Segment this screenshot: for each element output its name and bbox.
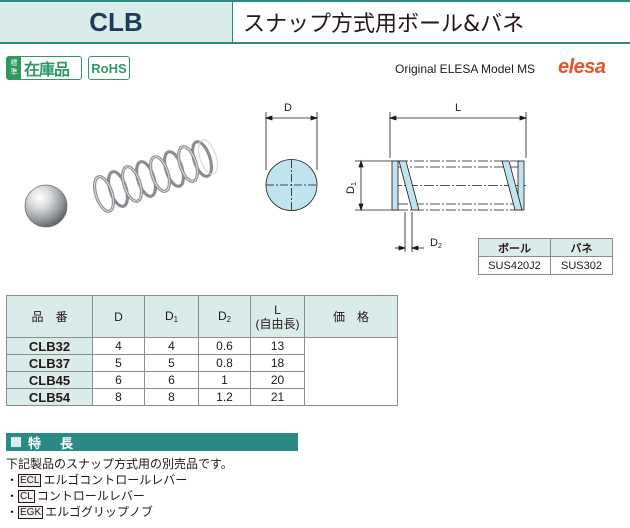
cell-l: 18: [250, 354, 305, 372]
cell-d2: 0.8: [198, 354, 251, 372]
table-row: CLB54 8 8 1.2 21: [6, 388, 398, 406]
steel-ball-image: [24, 184, 68, 228]
product-code-title: CLB: [0, 2, 233, 42]
dim-label-l: L: [455, 102, 461, 114]
standard-label: 標準: [7, 57, 21, 79]
col-header-d: D: [92, 295, 145, 338]
cell-price: [304, 337, 398, 355]
dimension-table-header: 品 番 D D1 D2 L(自由長) 価 格: [6, 295, 398, 338]
cell-d2: 0.6: [198, 337, 251, 355]
cell-d1: 6: [144, 371, 199, 389]
product-tag-cl: CL: [18, 489, 35, 503]
table-row: CLB32 4 4 0.6 13: [6, 337, 398, 355]
cell-price: [304, 371, 398, 389]
material-spring-value: SUS302: [550, 256, 613, 275]
cell-d: 8: [92, 388, 145, 406]
col-header-code: 品 番: [6, 295, 93, 338]
cell-price: [304, 388, 398, 406]
col-header-price: 価 格: [304, 295, 398, 338]
cell-code: CLB45: [6, 371, 93, 389]
cell-l: 13: [250, 337, 305, 355]
cell-price: [304, 354, 398, 372]
brand-model-text: Original ELESA Model MS: [395, 62, 536, 76]
ball-drawing: [264, 112, 319, 211]
col-header-d2: D2: [198, 295, 251, 338]
material-ball-value: SUS420J2: [478, 256, 551, 275]
dim-label-d1: D1: [345, 182, 358, 194]
dim-label-d2: D2: [430, 237, 442, 250]
product-title: スナップ方式用ボール&バネ: [243, 12, 525, 37]
material-header-ball: ボール: [478, 238, 551, 257]
rohs-badge: RoHS: [88, 56, 130, 80]
cell-d1: 4: [144, 337, 199, 355]
cell-d2: 1: [198, 371, 251, 389]
cell-d: 6: [92, 371, 145, 389]
table-row: CLB37 5 5 0.8 18: [6, 354, 398, 372]
cell-d2: 1.2: [198, 388, 251, 406]
heading-square-icon: [11, 437, 21, 447]
cell-l: 21: [250, 388, 305, 406]
col-header-d1: D1: [144, 295, 199, 338]
standard-stock-badge: 標準 在庫品: [6, 56, 82, 80]
material-table: ボール バネ SUS420J2 SUS302: [478, 238, 613, 275]
material-header-spring: バネ: [550, 238, 613, 257]
features-intro: 下記製品のスナップ方式用の別売品です。: [6, 457, 233, 471]
cell-d1: 8: [144, 388, 199, 406]
dimension-table: 品 番 D D1 D2 L(自由長) 価 格 CLB32 4 4 0.6 13 …: [6, 295, 398, 406]
col-header-l: L(自由長): [250, 295, 305, 338]
cell-d1: 5: [144, 354, 199, 372]
cell-code: CLB54: [6, 388, 93, 406]
elesa-logo: elesa: [558, 56, 606, 78]
cell-code: CLB37: [6, 354, 93, 372]
dim-label-d-ball: D: [284, 102, 292, 114]
stock-label: 在庫品: [24, 60, 70, 79]
features-heading: 特 長: [6, 433, 298, 452]
product-tag-ecl: ECL: [18, 473, 42, 487]
spring-drawing: [355, 112, 528, 252]
cell-d: 5: [92, 354, 145, 372]
cell-code: CLB32: [6, 337, 93, 355]
cell-d: 4: [92, 337, 145, 355]
product-drawing: D L D1 D2: [24, 102, 528, 252]
cell-l: 20: [250, 371, 305, 389]
page-header: CLB スナップ方式用ボール&バネ: [0, 0, 630, 44]
product-tag-egk: EGK: [18, 505, 44, 519]
table-row: CLB45 6 6 1 20: [6, 371, 398, 389]
